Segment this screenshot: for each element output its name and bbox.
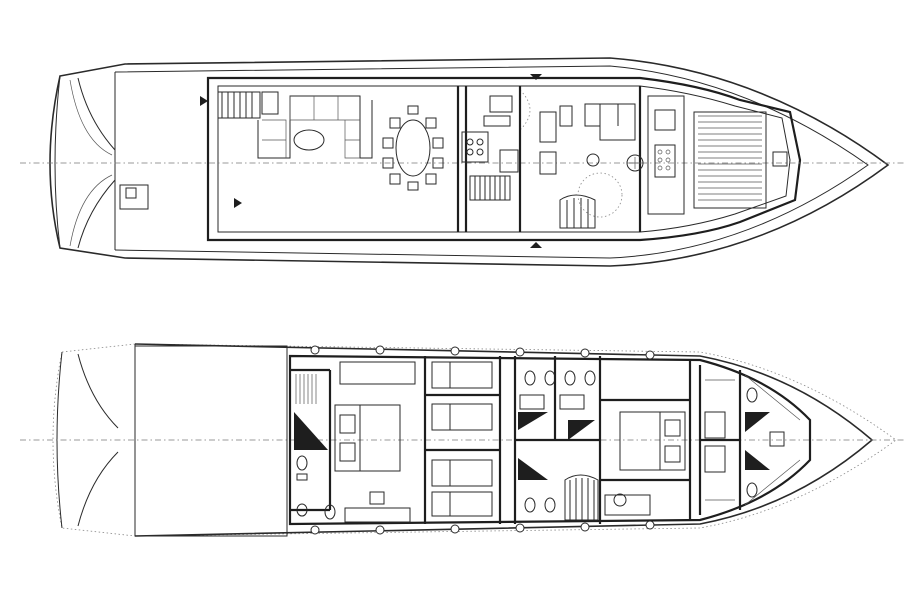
helm-icon bbox=[626, 95, 685, 215]
lower-stair-icon bbox=[564, 474, 599, 521]
direction-arrow-icon-3 bbox=[530, 74, 542, 80]
direction-arrow-icon-1 bbox=[200, 96, 208, 106]
master-bed-icon bbox=[334, 404, 401, 472]
vip-seat bbox=[613, 493, 627, 507]
master-stool bbox=[369, 491, 385, 505]
direction-arrow-icon-2 bbox=[234, 198, 242, 208]
lower-deck-hull-outline bbox=[52, 343, 897, 537]
master-toilet-icon bbox=[296, 455, 336, 520]
porthole-icons bbox=[310, 345, 655, 535]
guest-head-icons bbox=[519, 370, 596, 513]
lower-deck-transom bbox=[56, 344, 136, 536]
forward-stair-icon bbox=[559, 194, 596, 229]
master-vanity bbox=[344, 507, 411, 523]
deck-hatch-inner bbox=[125, 187, 137, 199]
vip-cabin-walls bbox=[600, 360, 692, 520]
superstructure-inner bbox=[217, 85, 791, 233]
accommodation-wall bbox=[288, 354, 812, 526]
main-deck-plan bbox=[20, 57, 905, 267]
console-icon bbox=[586, 153, 600, 167]
salon-sofa-icon bbox=[257, 95, 373, 159]
sunpad-icon bbox=[693, 111, 767, 209]
galley-door-swing bbox=[519, 89, 531, 131]
master-wardrobe-icon bbox=[294, 412, 328, 450]
transom-steps bbox=[69, 79, 113, 247]
stair-swing bbox=[577, 172, 623, 218]
aft-stair-icon bbox=[217, 91, 261, 119]
coffee-table-icon bbox=[293, 129, 325, 151]
crew-walls bbox=[698, 365, 742, 515]
heads-walls bbox=[515, 356, 602, 524]
master-shelving bbox=[295, 374, 317, 404]
main-deck-hull-inner bbox=[114, 65, 869, 259]
direction-arrow-icon-4 bbox=[530, 242, 542, 248]
forepeak-lines bbox=[705, 374, 801, 506]
pilot-seat-3 bbox=[559, 105, 573, 127]
main-deck-superstructure bbox=[206, 76, 802, 242]
crew-bunk-icons bbox=[704, 387, 785, 498]
dining-table-icon bbox=[382, 105, 444, 191]
shower-icon-1 bbox=[518, 412, 548, 430]
galley-icon bbox=[461, 95, 519, 201]
sofa-cushions bbox=[262, 96, 360, 159]
twin-cabin-walls bbox=[425, 356, 517, 524]
engine-room bbox=[134, 345, 288, 537]
shower-icon-3 bbox=[568, 420, 595, 440]
anchor-hatch-icon bbox=[772, 151, 788, 167]
vip-vanity bbox=[604, 494, 651, 516]
shower-icon-2 bbox=[518, 458, 548, 480]
master-cabin-walls bbox=[290, 356, 427, 524]
main-deck-transom bbox=[54, 72, 116, 250]
twin-bunk-icon bbox=[431, 361, 493, 517]
pilot-wall bbox=[518, 86, 642, 232]
pilot-sofa-icon bbox=[584, 103, 636, 141]
vip-bed-icon bbox=[619, 411, 686, 471]
pilot-seat-2 bbox=[539, 151, 557, 175]
galley-wall bbox=[456, 86, 468, 232]
main-deck-hull bbox=[49, 57, 890, 267]
lower-deck-plan bbox=[20, 343, 905, 537]
deck-hatch bbox=[119, 184, 149, 210]
pilot-seat-icon bbox=[539, 111, 557, 143]
aft-step bbox=[261, 91, 279, 115]
master-desk bbox=[339, 361, 416, 385]
